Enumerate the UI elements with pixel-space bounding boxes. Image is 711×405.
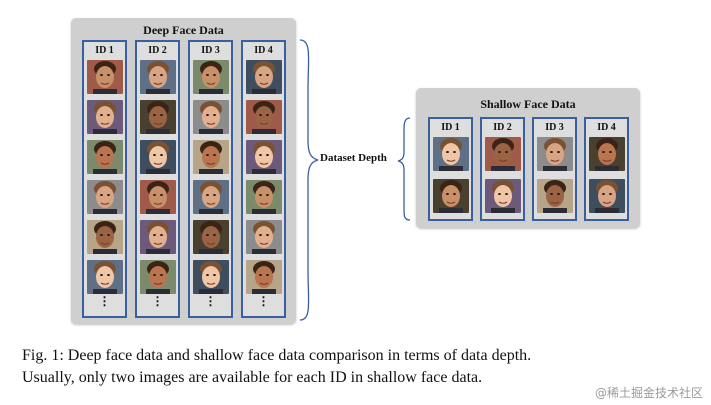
more-images-ellipsis: ⋮ [151,294,164,308]
face-image [139,60,176,94]
shallow-id-column: ID 2 [480,117,525,221]
face-image [139,140,176,174]
face-image [245,60,282,94]
face-image [86,60,123,94]
face-image [432,137,469,171]
face-image [536,137,573,171]
deep-id-label: ID 2 [148,45,167,56]
face-image [192,100,229,134]
face-image [86,260,123,294]
face-image [588,179,625,213]
shallow-id-column: ID 4 [584,117,629,221]
deep-face-data-panel: Deep Face Data ID 1 ⋮ ID 2 ⋮ ID 3 ⋮ ID 4… [71,18,296,324]
face-image [139,180,176,214]
face-image [484,137,521,171]
more-images-ellipsis: ⋮ [204,294,217,308]
face-image [192,260,229,294]
caption-line-1: Fig. 1: Deep face data and shallow face … [22,347,532,364]
deep-id-label: ID 3 [201,45,220,56]
watermark: @稀土掘金技术社区 [594,386,703,400]
face-image [86,100,123,134]
face-image [139,220,176,254]
face-image [192,60,229,94]
face-image [139,260,176,294]
deep-id-label: ID 1 [95,45,114,56]
face-image [192,140,229,174]
shallow-id-label: ID 3 [545,122,564,133]
shallow-panel-title: Shallow Face Data [480,97,576,111]
face-image [86,180,123,214]
face-image [588,137,625,171]
caption-line-2: Usually, only two images are available f… [22,369,483,386]
face-image [192,180,229,214]
deep-brace [299,39,319,321]
face-image [484,179,521,213]
shallow-brace [397,117,411,221]
deep-id-column: ID 2 ⋮ [135,40,180,318]
face-image [245,220,282,254]
shallow-id-column: ID 3 [532,117,577,221]
more-images-ellipsis: ⋮ [257,294,270,308]
face-image [245,140,282,174]
deep-id-column: ID 4 ⋮ [241,40,286,318]
shallow-id-label: ID 4 [597,122,616,133]
face-image [86,140,123,174]
shallow-id-label: ID 1 [441,122,460,133]
figure-caption: Fig. 1: Deep face data and shallow face … [22,345,702,389]
face-image [86,220,123,254]
deep-panel-title: Deep Face Data [143,23,224,37]
more-images-ellipsis: ⋮ [98,294,111,308]
face-image [245,100,282,134]
face-image [139,100,176,134]
dataset-depth-label: Dataset Depth [320,152,387,164]
shallow-face-data-panel: Shallow Face Data ID 1 ID 2 ID 3 ID 4 [416,88,640,228]
shallow-id-column: ID 1 [428,117,473,221]
deep-id-column: ID 3 ⋮ [188,40,233,318]
face-image [536,179,573,213]
deep-id-column: ID 1 ⋮ [82,40,127,318]
face-image [245,260,282,294]
deep-id-label: ID 4 [254,45,273,56]
face-image [245,180,282,214]
face-image [432,179,469,213]
face-image [192,220,229,254]
shallow-id-label: ID 2 [493,122,512,133]
